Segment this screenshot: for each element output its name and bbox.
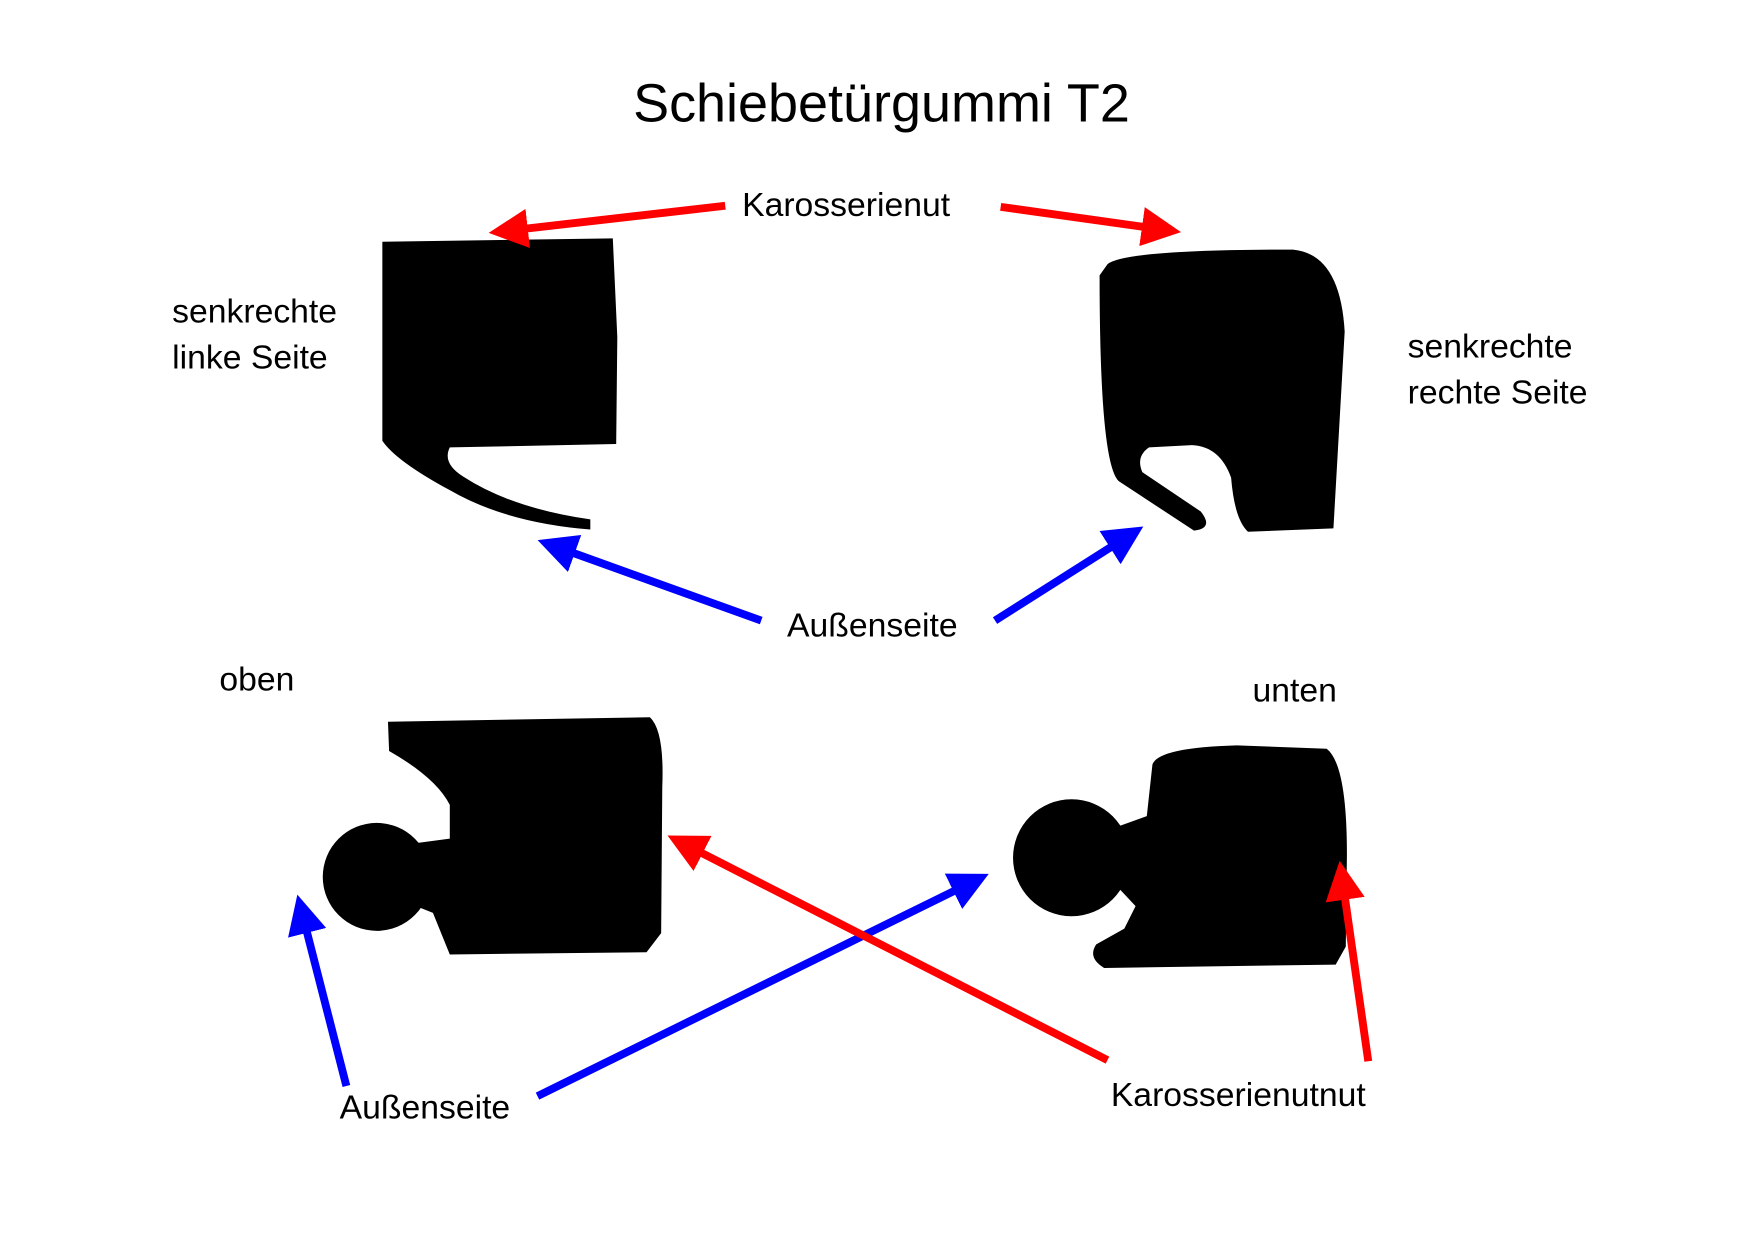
arrow-karosserienutnut-unten: [1325, 860, 1373, 1062]
label-right-side-line2: rechte Seite: [1408, 374, 1588, 412]
arrow-aussenseite-unten: [535, 873, 989, 1100]
label-left-side-line1: senkrechte: [172, 293, 337, 331]
diagram-title: Schiebetürgummi T2: [633, 73, 1130, 133]
arrow-aussenseite-right: [992, 526, 1144, 624]
label-aussenseite-top: Außenseite: [787, 606, 958, 644]
label-left-side-line2: linke Seite: [172, 339, 328, 377]
arrow-karosserienut-left: [488, 201, 726, 248]
label-right-side-line1: senkrechte: [1408, 327, 1573, 365]
label-unten: unten: [1252, 672, 1336, 710]
arrow-aussenseite-left: [537, 534, 763, 625]
arrow-karosserienut-right: [1000, 202, 1181, 247]
label-karosserienutnut: Karosserienutnut: [1111, 1076, 1367, 1114]
label-oben: oben: [219, 660, 294, 698]
label-aussenseite-bottom: Außenseite: [340, 1089, 511, 1127]
profile-top: [322, 717, 663, 955]
arrow-karosserienutnut-oben: [667, 835, 1110, 1064]
profile-right-side: [1099, 249, 1345, 532]
profile-bottom: [1013, 745, 1347, 968]
profile-left-side: [382, 238, 618, 530]
label-karosserienut: Karosserienut: [742, 186, 951, 224]
arrow-aussenseite-oben: [288, 894, 351, 1087]
